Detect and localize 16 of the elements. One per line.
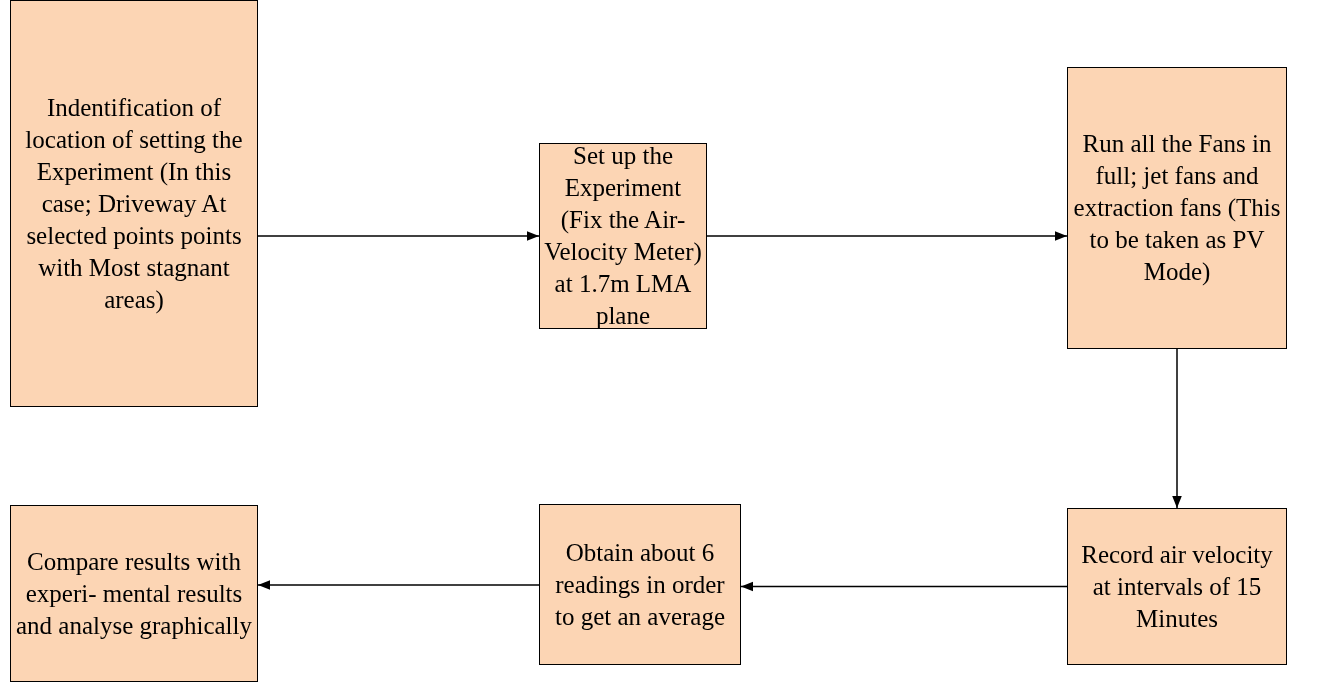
arrow [740, 581, 1068, 592]
box-text: Obtain about 6 readings in order to get an average [553, 537, 726, 632]
box-text: Compare results with experi- mental results and analyse graphically [15, 546, 253, 641]
box-text: Run all the Fans in full; jet fans and extraction fans (This to be taken as PV Mode) [1072, 129, 1282, 287]
process-box [539, 504, 741, 665]
process-box [1067, 508, 1287, 665]
arrow [257, 580, 540, 590]
process-box [10, 0, 258, 407]
arrow [257, 231, 540, 241]
arrow [706, 231, 1068, 241]
box-text: Record air velocity at intervals of 15 Minutes [1080, 539, 1274, 634]
arrow [1172, 348, 1182, 509]
box-text: Indentification of location of setting the Experiment (In this case; Driveway At selected points points with Most stagnant areas) [24, 92, 244, 316]
process-box [10, 505, 258, 682]
box-text: Set up the Experiment (Fix the Air-Velocity Meter) at 1.7m LMA plane [544, 141, 702, 331]
process-box [1067, 67, 1287, 349]
